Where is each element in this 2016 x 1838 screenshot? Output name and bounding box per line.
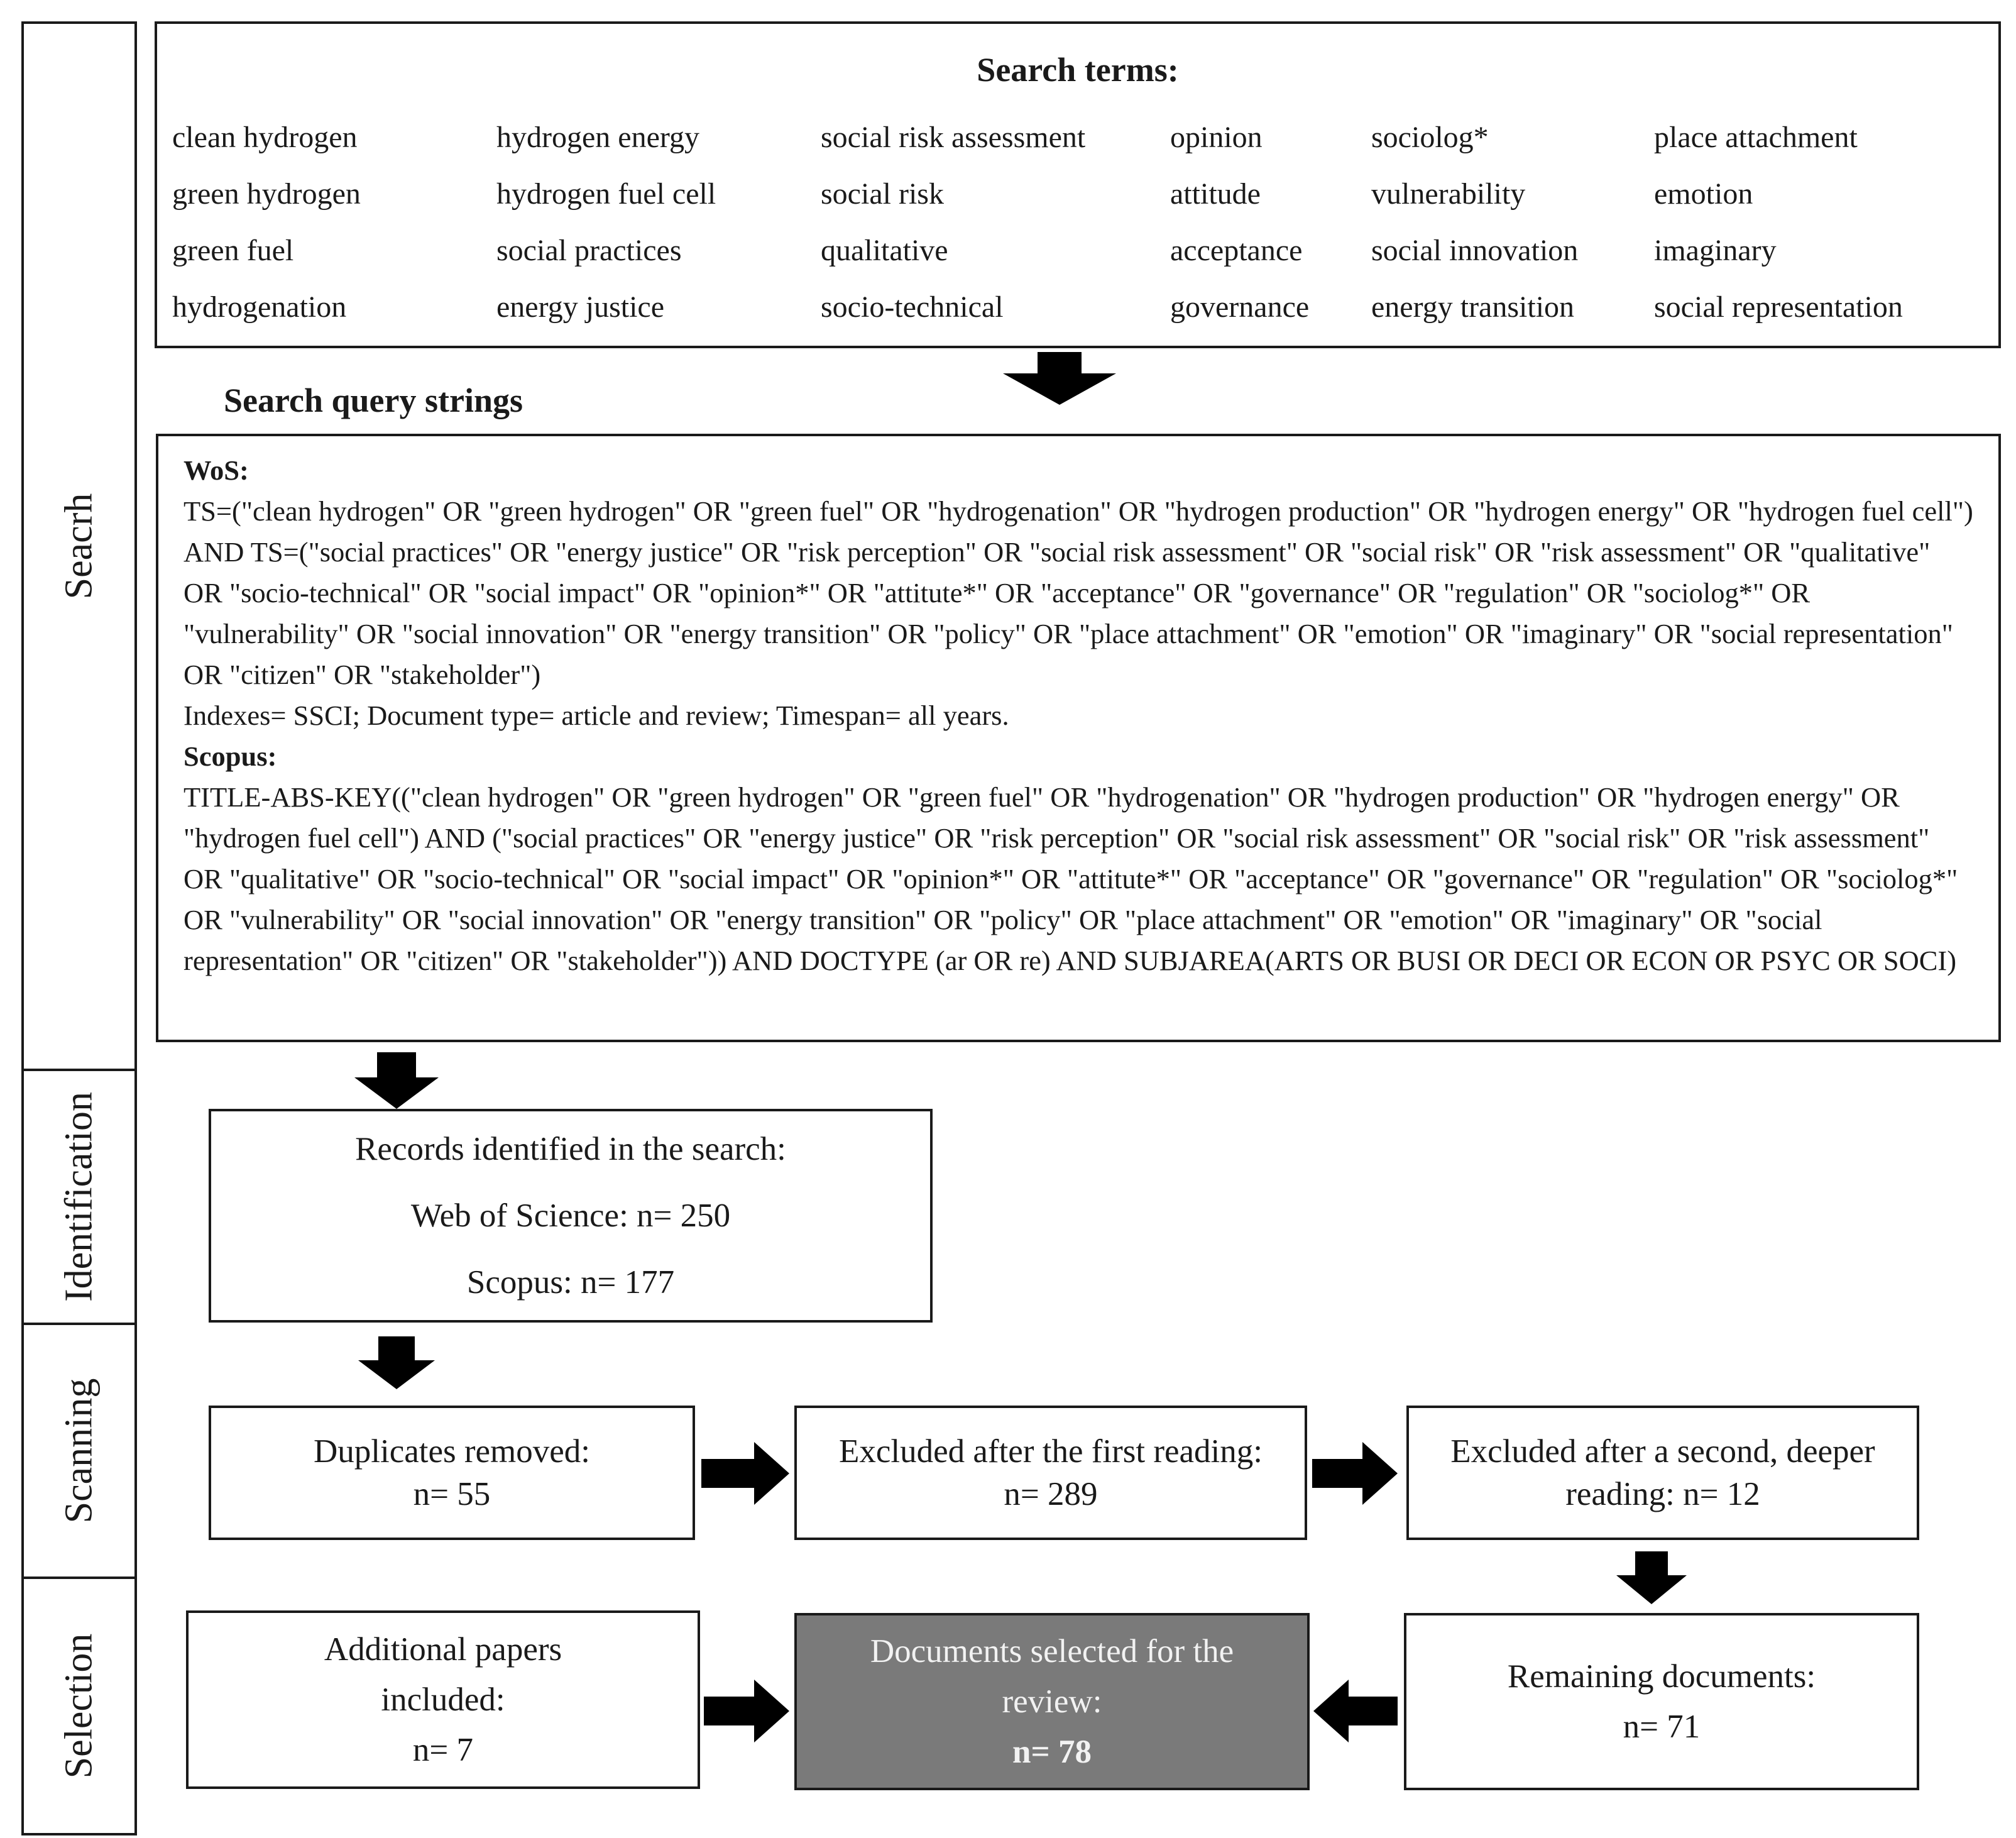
arrow-left-icon <box>1313 1680 1398 1742</box>
search-terms-column: sociolog* vulnerability social innovatio… <box>1371 109 1578 336</box>
search-term: sociolog* <box>1371 121 1489 154</box>
search-term: hydrogen fuel cell <box>496 177 716 211</box>
search-terms-column: hydrogen energy hydrogen fuel cell socia… <box>496 109 716 336</box>
search-term: socio-technical <box>821 290 1004 324</box>
documents-selected-box: Documents selected for the review: n= 78 <box>794 1613 1310 1790</box>
stage-identification-label: Identification <box>57 1092 101 1302</box>
search-terms-column: place attachment emotion imaginary socia… <box>1654 109 1903 336</box>
arrow-down-icon <box>358 1336 435 1389</box>
additional-papers-label: Additional papers <box>324 1631 562 1668</box>
search-term: opinion <box>1170 121 1263 154</box>
search-terms-box: Search terms: clean hydrogen green hydro… <box>155 21 2001 348</box>
arrow-right-icon <box>1312 1442 1398 1505</box>
stage-selection: Selection <box>21 1577 137 1835</box>
arrow-right-icon <box>704 1680 789 1742</box>
search-term: qualitative <box>821 234 948 267</box>
query-text: WoS: TS=("clean hydrogen" OR "green hydr… <box>158 436 1998 981</box>
excluded-first-reading-count: n= 289 <box>1004 1476 1098 1512</box>
search-term: imaginary <box>1654 234 1777 267</box>
documents-selected-label-2: review: <box>1002 1683 1102 1720</box>
remaining-documents-label: Remaining documents: <box>1507 1658 1816 1695</box>
search-term: attitude <box>1170 177 1261 211</box>
search-terms-column: opinion attitude acceptance governance <box>1170 109 1309 336</box>
additional-papers-box: Additional papers included: n= 7 <box>186 1610 700 1789</box>
documents-selected-count: n= 78 <box>1012 1734 1092 1770</box>
search-term: emotion <box>1654 177 1753 211</box>
remaining-documents-box: Remaining documents: n= 71 <box>1404 1613 1919 1790</box>
search-term: social representation <box>1654 290 1903 324</box>
arrow-down-icon <box>1003 352 1116 405</box>
excluded-first-reading-box: Excluded after the first reading: n= 289 <box>794 1406 1307 1540</box>
search-term: vulnerability <box>1371 177 1526 211</box>
wos-filters: Indexes= SSCI; Document type= article an… <box>184 700 1009 731</box>
excluded-second-reading-box: Excluded after a second, deeper reading:… <box>1406 1406 1919 1540</box>
scopus-count: Scopus: n= 177 <box>466 1264 675 1301</box>
wos-count: Web of Science: n= 250 <box>410 1197 731 1234</box>
search-term: green hydrogen <box>172 177 361 211</box>
remaining-documents-count: n= 71 <box>1623 1709 1701 1745</box>
scopus-query: TITLE-ABS-KEY(("clean hydrogen" OR "gree… <box>184 781 1958 976</box>
wos-query: TS=("clean hydrogen" OR "green hydrogen"… <box>184 495 1973 690</box>
search-term: energy transition <box>1371 290 1575 324</box>
wos-label: WoS: <box>184 454 249 486</box>
scopus-label: Scopus: <box>184 740 277 772</box>
search-term: acceptance <box>1170 234 1303 267</box>
documents-selected-label: Documents selected for the <box>870 1633 1234 1670</box>
additional-papers-count: n= 7 <box>412 1732 474 1768</box>
query-strings-heading: Search query strings <box>224 382 523 419</box>
duplicates-removed-label: Duplicates removed: <box>313 1433 591 1470</box>
search-term: hydrogenation <box>172 290 347 324</box>
arrow-down-icon <box>354 1052 439 1109</box>
additional-papers-label-2: included: <box>381 1681 505 1718</box>
search-term: hydrogen energy <box>496 121 700 154</box>
search-term: social risk <box>821 177 944 211</box>
excluded-second-reading-count: reading: n= 12 <box>1565 1476 1760 1512</box>
search-terms-title: Search terms: <box>977 51 1179 89</box>
query-strings-box: WoS: TS=("clean hydrogen" OR "green hydr… <box>156 434 2001 1042</box>
stage-search-label: Seacrh <box>57 493 101 600</box>
records-identified-box: Records identified in the search: Web of… <box>209 1109 933 1323</box>
stage-selection-label: Selection <box>57 1633 101 1779</box>
stage-scanning-label: Scanning <box>57 1378 101 1524</box>
stage-search: Seacrh <box>21 21 137 1071</box>
duplicates-removed-box: Duplicates removed: n= 55 <box>209 1406 695 1540</box>
arrow-down-icon <box>1616 1551 1687 1604</box>
search-term: governance <box>1170 290 1310 324</box>
search-term: social practices <box>496 234 682 267</box>
stage-identification: Identification <box>21 1069 137 1325</box>
search-term: social risk assessment <box>821 121 1086 154</box>
search-terms-column: clean hydrogen green hydrogen green fuel… <box>172 109 361 336</box>
search-term: green fuel <box>172 234 294 267</box>
stage-scanning: Scanning <box>21 1323 137 1579</box>
search-term: place attachment <box>1654 121 1858 154</box>
search-terms-column: social risk assessment social risk quali… <box>821 109 1085 336</box>
search-term: clean hydrogen <box>172 121 358 154</box>
duplicates-removed-count: n= 55 <box>413 1476 491 1512</box>
search-term: social innovation <box>1371 234 1579 267</box>
records-identified-title: Records identified in the search: <box>355 1131 786 1167</box>
excluded-second-reading-label: Excluded after a second, deeper <box>1450 1433 1875 1470</box>
excluded-first-reading-label: Excluded after the first reading: <box>839 1433 1263 1470</box>
search-term: energy justice <box>496 290 665 324</box>
arrow-right-icon <box>701 1442 789 1505</box>
